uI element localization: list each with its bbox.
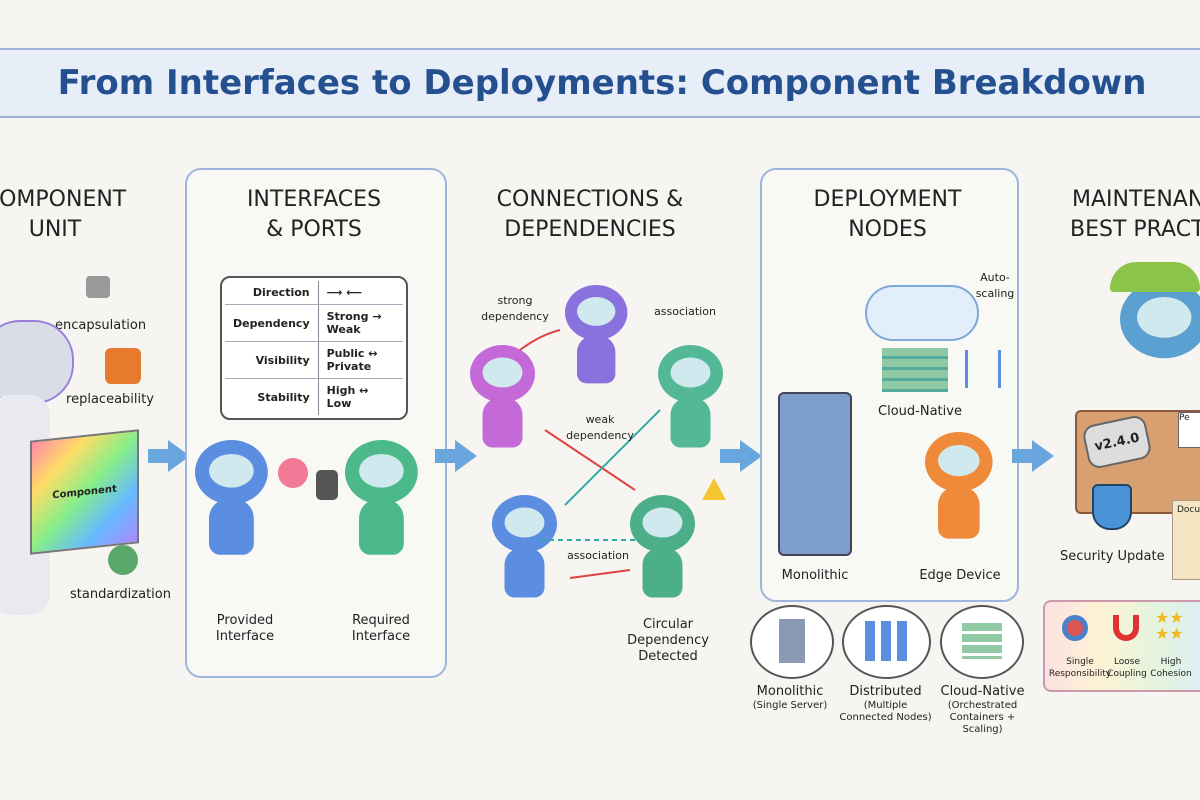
perf-text: Pe <box>1179 413 1190 423</box>
heading-line: DEPLOYMENT <box>813 187 962 212</box>
circular-arrow <box>569 569 631 579</box>
label-auto-scaling: Auto-scaling <box>975 271 1015 300</box>
label-association-top: association <box>654 305 716 318</box>
type-title: Distributed <box>849 684 922 699</box>
puzzle-icon <box>105 348 141 384</box>
type-subtitle: (Multiple Connected Nodes) <box>839 700 932 723</box>
label-monolithic: Monolithic <box>781 568 849 583</box>
shield-icon <box>1092 484 1132 530</box>
stack-layers-icon <box>882 348 948 392</box>
heading-line: UNIT <box>28 217 82 242</box>
doc-text: Docu <box>1177 505 1200 515</box>
label-association-bottom: association <box>567 549 629 562</box>
cap-icon <box>1110 262 1200 292</box>
heading-line: MAINTENANCE <box>1072 187 1200 212</box>
label-replaceability: replaceability <box>66 392 154 407</box>
weak-dependency-arrow <box>544 429 636 491</box>
performance-chart: Pe <box>1178 412 1200 448</box>
strong-dependency-arrow <box>519 329 561 351</box>
label-security-update: Security Update <box>1060 549 1165 564</box>
association-arrow <box>564 409 661 506</box>
heading-line: & PORTS <box>266 217 362 242</box>
lock-icon <box>86 276 110 298</box>
label-standardization: standardization <box>70 587 171 602</box>
label-provided-interface: Provided Interface <box>215 613 275 644</box>
label-strong-dependency: strong dependency <box>481 294 549 323</box>
heading-line: NODES <box>848 217 927 242</box>
dependency-arrows <box>519 329 661 579</box>
document-scroll: Docu <box>1172 500 1200 580</box>
type-title: Cloud-Native <box>940 684 1025 699</box>
label-required-interface: Required Interface <box>351 613 411 644</box>
flow-arrow-icon <box>435 440 477 472</box>
check-badge-icon <box>108 545 138 575</box>
server-tower-icon <box>778 392 852 556</box>
cell: Direction <box>225 281 319 305</box>
cloud-icon <box>865 285 979 341</box>
cell: Stability <box>225 378 319 415</box>
scale-up-arrows-icon <box>965 350 1001 388</box>
socket-icon <box>316 470 338 500</box>
bubble-cloud-native <box>940 605 1024 679</box>
section-heading-interfaces: INTERFACES & PORTS <box>185 185 443 245</box>
target-icon <box>1062 615 1088 641</box>
practice-loose-coupling: Loose Coupling <box>1107 657 1147 679</box>
cell: Dependency <box>225 304 319 342</box>
table-row: Stability High ↔ Low <box>225 378 403 415</box>
title-banner: From Interfaces to Deployments: Componen… <box>0 48 1200 118</box>
label-edge-device: Edge Device <box>919 568 1001 583</box>
table-row: Direction⟶ ⟵ <box>225 281 403 305</box>
type-subtitle: (Single Server) <box>752 700 828 711</box>
section-heading-deployment: DEPLOYMENT NODES <box>760 185 1015 245</box>
astronaut-robot-head <box>0 320 74 404</box>
label-circular-dependency: Circular Dependency Detected <box>627 617 709 664</box>
heading-line: INTERFACES <box>246 187 382 212</box>
component-cube: Component <box>30 429 139 555</box>
warning-icon <box>702 478 726 500</box>
flow-arrow-icon <box>148 440 190 472</box>
label-weak-dependency: weak dependency <box>566 413 634 442</box>
version-text: v2.4.0 <box>1093 429 1141 455</box>
label-encapsulation: encapsulation <box>55 318 147 333</box>
heading-line: COMPONENT <box>0 187 127 212</box>
deployment-type-monolithic: Monolithic(Single Server) <box>745 684 835 712</box>
cell: Visibility <box>225 341 319 379</box>
cell: High ↔ Low <box>326 384 369 410</box>
section-heading-connections: CONNECTIONS & DEPENDENCIES <box>470 185 710 245</box>
cell: Strong → Weak <box>318 304 403 342</box>
deployment-type-cloud-native: Cloud-Native(Orchestrated Containers + S… <box>935 684 1030 736</box>
heading-line: BEST PRACTICES <box>1070 217 1200 242</box>
heading-line: DEPENDENCIES <box>504 217 676 242</box>
section-heading-maintenance: MAINTENANCE BEST PRACTICES <box>1050 185 1200 245</box>
panel-interfaces <box>185 168 447 678</box>
stars-icon: ★★★★ <box>1155 608 1184 643</box>
heading-line: CONNECTIONS & <box>496 187 684 212</box>
cube-label: Component <box>52 483 117 501</box>
practice-single-responsibility: Single Responsibility <box>1048 657 1112 679</box>
practice-high-cohesion: High Cohesion <box>1150 657 1192 679</box>
magnet-icon <box>1113 615 1139 641</box>
bubble-distributed <box>842 605 931 679</box>
type-subtitle: (Orchestrated Containers + Scaling) <box>947 700 1018 735</box>
deployment-type-distributed: Distributed(Multiple Connected Nodes) <box>838 684 933 724</box>
cell: ⟶ ⟵ <box>318 281 403 305</box>
lollipop-interface-icon <box>278 458 308 488</box>
label-cloud-native: Cloud-Native <box>878 404 962 419</box>
flow-arrow-icon <box>1012 440 1054 472</box>
type-title: Monolithic <box>756 684 824 699</box>
section-heading-component-unit: COMPONENT UNIT <box>0 185 150 245</box>
cell: Public ↔ Private <box>318 341 403 379</box>
flow-arrow-icon <box>720 440 762 472</box>
bubble-monolithic <box>750 605 834 679</box>
page-title: From Interfaces to Deployments: Componen… <box>57 63 1147 103</box>
